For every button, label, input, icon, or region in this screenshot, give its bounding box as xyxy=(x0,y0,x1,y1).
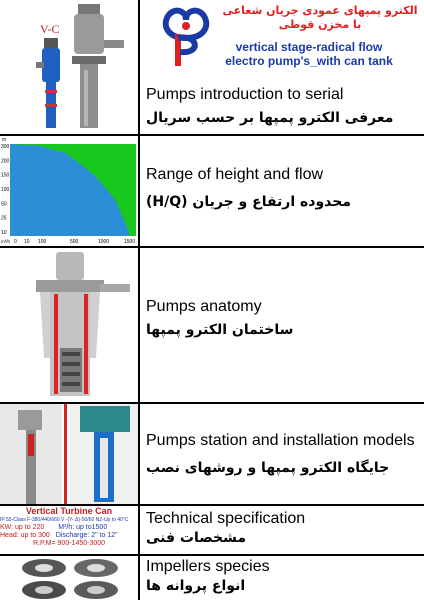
range-title-en: Range of height and flow xyxy=(146,166,324,183)
x-tick-label: 1000 xyxy=(98,239,109,245)
y-unit-label: m xyxy=(2,137,6,143)
anatomy-title-en: Pumps anatomy xyxy=(146,298,262,315)
range-chart: 300 200 150 100 50 25 10 0 10 100 500 1000 1500 m³/h… xyxy=(1,137,136,245)
chart-area-region xyxy=(10,144,129,236)
spec-card: Vertical Turbine Can IP 55-Class F-380/4… xyxy=(0,506,140,554)
header-title-block: الکترو پمپهای عمودی جریان شعاعی با مخزن … xyxy=(218,4,422,32)
spec-rpm: R.P.M= 900-1450-3000 xyxy=(32,540,106,547)
header-title-fa-1: الکترو پمپهای عمودی جریان شعاعی xyxy=(222,4,418,17)
impellers-row: Impellers species انواع پروانه ها xyxy=(0,556,424,600)
y-tick-label: 50 xyxy=(1,201,7,207)
station-thumb xyxy=(0,404,140,504)
y-tick-label: 300 xyxy=(1,144,10,150)
spec-head: Head: up to 300 xyxy=(0,532,50,539)
header-title-en-2: electro pump's_with can tank xyxy=(225,54,393,68)
spec-kw: KW: up to 220 xyxy=(0,524,45,531)
x-tick-label: 500 xyxy=(70,239,79,245)
spec-head-discharge: Head: up to 300 Discharge: 2" to 12" xyxy=(0,532,138,540)
station-row: Pumps station and installation models جا… xyxy=(0,404,424,506)
range-title-fa: محدوده ارتفاع و جریان (H/Q) xyxy=(146,194,352,210)
header-title-en-1: vertical stage-radical flow xyxy=(235,40,383,54)
spec-title-en: Technical specification xyxy=(146,510,306,527)
range-chart-thumb: 300 200 150 100 50 25 10 0 10 100 500 1000 1500 m³/h… xyxy=(0,136,140,246)
y-tick-label: 100 xyxy=(1,187,10,193)
x-tick-label: 10 xyxy=(24,239,30,245)
x-unit-label: m³/h xyxy=(1,239,10,244)
anatomy-title-fa: ساختمان الکترو پمپها xyxy=(146,322,294,338)
pump-photo-icon xyxy=(36,4,124,128)
spec-line-1: IP 55-Class F-380/440/660 V -(Y- Δ)-50/6… xyxy=(0,517,129,523)
intro-row: V-C الکترو پمپهای عمودی جریان شعاعی با م… xyxy=(0,0,424,136)
spec-row: Vertical Turbine Can IP 55-Class F-380/4… xyxy=(0,506,424,556)
spec-title-fa: مشخصات فنی xyxy=(146,530,247,546)
pump-photo-thumb: V-C xyxy=(0,0,140,134)
header-title-en-block: vertical stage-radical flow electro pump… xyxy=(196,40,422,68)
pump-station-icon xyxy=(0,404,138,504)
anatomy-row: Pumps anatomy ساختمان الکترو پمپها xyxy=(0,248,424,404)
range-row: 300 200 150 100 50 25 10 0 10 100 500 1000 1500 m³/h… xyxy=(0,136,424,248)
y-tick-label: 10 xyxy=(1,230,7,236)
intro-title-en: Pumps introduction to serial xyxy=(146,86,344,103)
y-tick-label: 200 xyxy=(1,158,10,164)
spec-kw-flow: KW: up to 220 M³/h: up to1500 xyxy=(0,524,138,532)
x-tick-label: 100 xyxy=(38,239,47,245)
spec-flow: M³/h: up to1500 xyxy=(58,524,108,531)
impellers-icon xyxy=(22,559,118,599)
company-logo-icon xyxy=(162,7,210,66)
impellers-title-fa: انواع پروانه ها xyxy=(146,578,246,594)
y-tick-label: 150 xyxy=(1,173,10,179)
pump-anatomy-icon xyxy=(36,252,130,396)
x-tick-label: 1500 xyxy=(124,239,135,245)
y-tick-label: 25 xyxy=(1,216,7,222)
spec-discharge: Discharge: 2" to 12" xyxy=(55,532,118,539)
vc-label: V-C xyxy=(40,22,60,36)
x-tick-label: 0 xyxy=(14,239,17,245)
impellers-title-en: Impellers species xyxy=(146,558,270,575)
station-title-en: Pumps station and installation models xyxy=(146,432,415,449)
intro-title-fa: معرفی الکترو پمپها بر حسب سریال xyxy=(146,110,394,126)
impellers-thumb xyxy=(0,556,140,600)
anatomy-thumb xyxy=(0,248,140,402)
header-title-fa-2: با مخزن قوطی xyxy=(278,18,362,31)
station-title-fa: جایگاه الکترو پمپها و روشهای نصب xyxy=(146,460,390,476)
spec-card-title: Vertical Turbine Can xyxy=(25,506,113,516)
